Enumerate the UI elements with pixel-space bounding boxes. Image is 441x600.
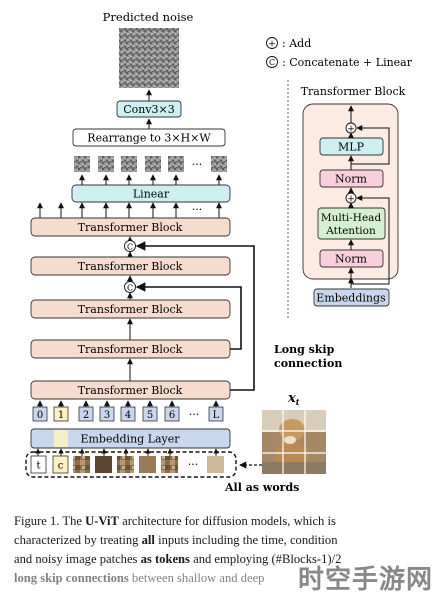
input-tokens-group	[25, 451, 237, 478]
long-skip-label-line2: connection	[274, 357, 342, 370]
token-index-6: 6	[169, 410, 175, 421]
transformer-block-1	[30, 217, 231, 237]
transformer-block-5-label: Transformer Block	[78, 384, 183, 397]
conv-label: Conv3×3	[123, 103, 175, 116]
legend-add-symbol: +	[268, 40, 276, 50]
noisy-image-xt	[262, 410, 326, 474]
block-embeddings	[313, 288, 390, 307]
output-patches	[74, 156, 227, 172]
block-add-symbol-1: +	[347, 195, 355, 205]
block-detail-title: Transformer Block	[301, 85, 406, 98]
block-norm-bottom-label: Norm	[335, 253, 368, 266]
patches-ellipsis: ···	[192, 158, 203, 171]
token-index-2: 2	[83, 410, 89, 421]
time-token-label: t	[36, 461, 40, 472]
block-attention-line1: Multi-Head	[321, 212, 382, 224]
legend-concat-symbol: C	[269, 58, 275, 67]
caption-line-3: and noisy image patches as tokens and em…	[14, 552, 342, 566]
block-norm-top-label: Norm	[335, 173, 368, 186]
embedding-layer	[30, 428, 231, 449]
token-index-1: 1	[58, 410, 64, 421]
rearrange-label: Rearrange to 3×H×W	[87, 132, 211, 145]
embedding-layer-label: Embedding Layer	[80, 433, 180, 446]
legend-add-text: : Add	[282, 37, 311, 50]
block-add-symbol-2: +	[347, 125, 355, 135]
token-index-5: 5	[147, 410, 153, 421]
top-arrows-ellipsis: ···	[192, 203, 203, 216]
legend-concat-text: : Concatenate + Linear	[282, 56, 413, 69]
transformer-block-2	[30, 256, 231, 276]
token-index-ellipsis: ···	[189, 408, 200, 421]
concat-symbol-1: C	[127, 243, 133, 252]
patch-tokens-ellipsis: ···	[188, 458, 199, 471]
caption-line-2: characterized by treating all inputs inc…	[14, 533, 338, 547]
transformer-block-3	[30, 299, 231, 319]
linear-label: Linear	[133, 188, 170, 201]
condition-token-label: c	[58, 461, 64, 472]
block-mlp-label: MLP	[338, 141, 365, 154]
image-patch-tokens	[73, 456, 224, 473]
long-skip-label-line1: Long skip	[274, 343, 335, 356]
token-index-3: 3	[104, 410, 110, 421]
token-index-row	[32, 406, 224, 422]
token-index-0: 0	[37, 410, 43, 421]
xt-label: xt	[287, 391, 300, 407]
caption-line-1: Figure 1. The U-ViT architecture for dif…	[14, 514, 336, 528]
all-as-words-label: All as words	[224, 481, 299, 494]
token-index-4: 4	[125, 410, 131, 421]
legend: + : Add C : Concatenate + Linear	[266, 37, 413, 69]
u-vit-figure: Predicted noise Conv3×3 Rearrange to 3×H…	[25, 10, 413, 494]
block-attention-line2: Attention	[325, 225, 376, 237]
transformer-block-1-label: Transformer Block	[78, 221, 183, 234]
watermark: 时空手游网	[297, 565, 433, 595]
predicted-noise-image	[119, 28, 179, 88]
block-embeddings-label: Embeddings	[316, 292, 386, 305]
transformer-block-4-label: Transformer Block	[78, 343, 183, 356]
condition-token	[52, 455, 69, 474]
time-token	[30, 455, 47, 474]
concat-symbol-2: C	[127, 284, 133, 293]
conv-box	[116, 100, 182, 118]
long-skip-connections	[135, 241, 255, 391]
transformer-block-2-label: Transformer Block	[78, 260, 183, 273]
rearrange-box	[72, 128, 226, 147]
token-index-L: L	[213, 410, 220, 421]
predicted-noise-label: Predicted noise	[103, 10, 194, 24]
caption-line-4: long skip connections between shallow an…	[14, 571, 265, 585]
linear-box	[71, 184, 231, 203]
transformer-block-3-label: Transformer Block	[78, 303, 183, 316]
